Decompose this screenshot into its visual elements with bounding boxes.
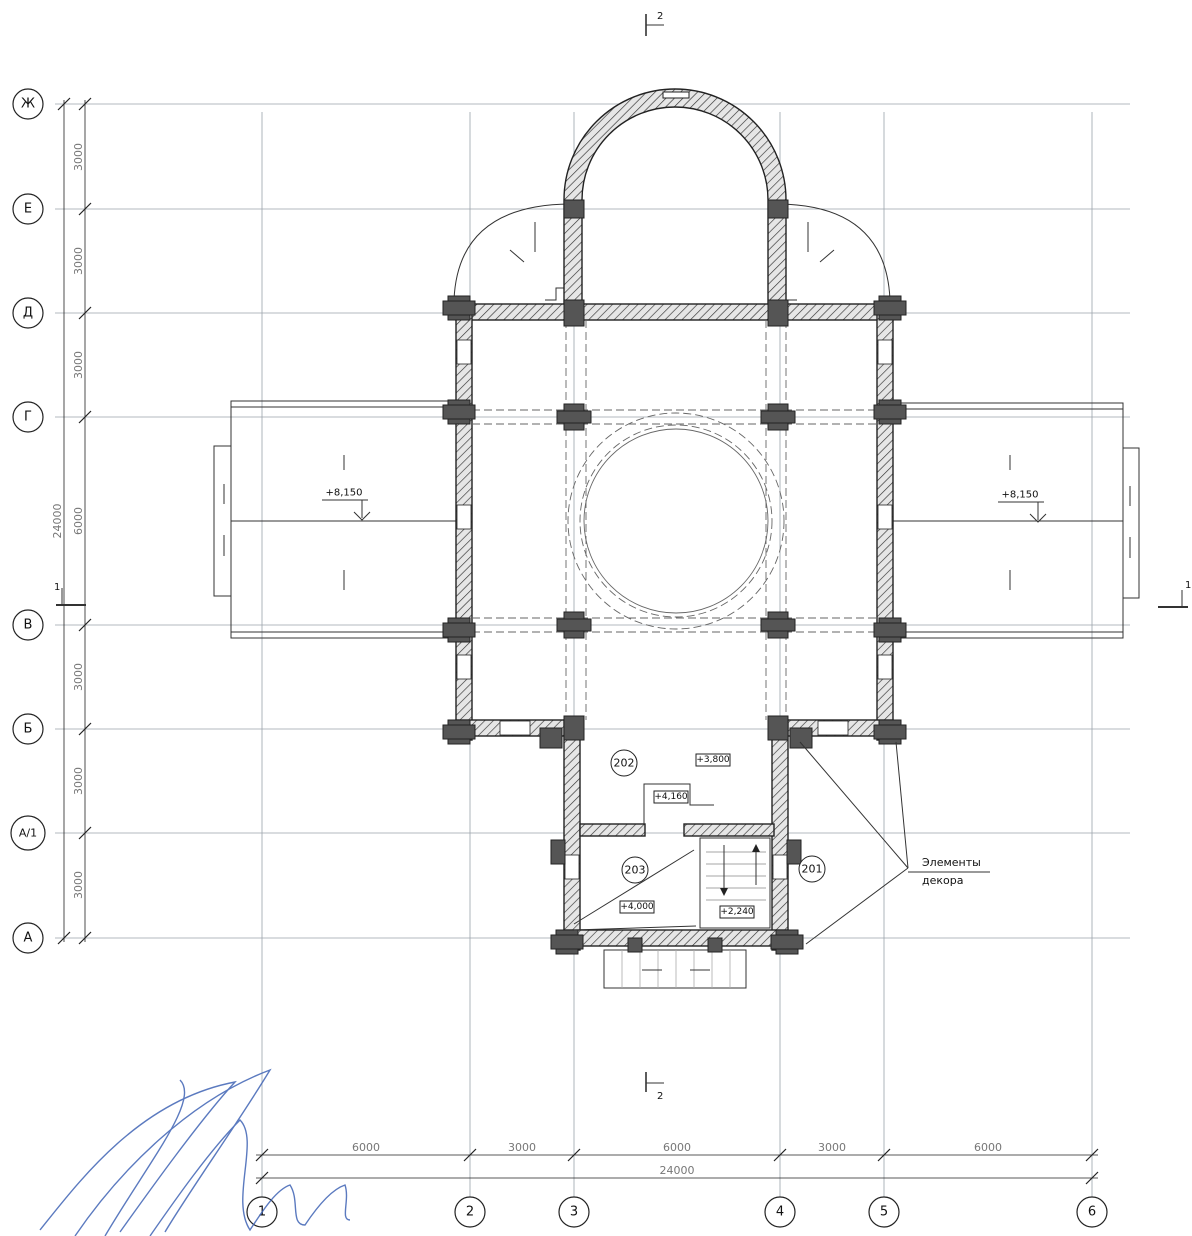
- svg-text:+8,150: +8,150: [325, 488, 362, 499]
- section-mark-right: 1: [1158, 580, 1191, 608]
- dim-left-3: 3000: [72, 351, 85, 379]
- dim-left-6: 3000: [72, 767, 85, 795]
- dim-left-total: 24000: [51, 504, 64, 539]
- column-cross: [556, 199, 796, 741]
- axis-bubble-row-G: Г: [12, 401, 44, 433]
- stair: [573, 837, 771, 931]
- svg-text:+4,160: +4,160: [654, 792, 688, 802]
- entrance-porch: [603, 937, 747, 989]
- left-dimension-chain: 3000 3000 3000 6000 3000 3000 3000 24000: [51, 97, 92, 945]
- decor-annotation: Элементы декора: [799, 741, 990, 945]
- svg-text:202: 202: [614, 757, 635, 770]
- left-side-apse: [453, 203, 571, 301]
- svg-text:В: В: [24, 618, 33, 633]
- window-openings: [456, 339, 893, 880]
- dim-left-7: 3000: [72, 871, 85, 899]
- dome-outline: [472, 320, 877, 720]
- dim-left-4: 6000: [72, 507, 85, 535]
- axis-bubble-row-A: А: [12, 922, 44, 954]
- right-wing: [892, 402, 1140, 639]
- level-wing-right: +8,150: [998, 490, 1047, 523]
- axis-bubble-col-3: 3: [558, 1196, 590, 1228]
- svg-text:А: А: [24, 931, 33, 946]
- dim-bottom-1: 6000: [352, 1141, 380, 1154]
- decor-label-line2: декора: [922, 874, 963, 887]
- bottom-dimension-chain: 6000 3000 6000 3000 6000 24000: [255, 1141, 1099, 1185]
- axis-bubble-col-6: 6: [1076, 1196, 1108, 1228]
- dim-left-2: 3000: [72, 247, 85, 275]
- svg-text:+2,240: +2,240: [720, 907, 754, 917]
- row-axis-bubbles: Ж Е Д Г В Б А/1 А: [10, 88, 46, 954]
- svg-text:Е: Е: [24, 202, 32, 217]
- svg-text:Ж: Ж: [21, 97, 35, 112]
- svg-text:6: 6: [1088, 1205, 1096, 1220]
- svg-text:203: 203: [625, 864, 646, 877]
- columns: [442, 199, 907, 955]
- svg-text:201: 201: [802, 863, 823, 876]
- dim-left-5: 3000: [72, 663, 85, 691]
- left-wing: [213, 400, 462, 639]
- room-203: 203: [621, 856, 649, 884]
- axis-bubble-row-Zh: Ж: [12, 88, 44, 120]
- axis-bubble-row-B: Б: [12, 713, 44, 745]
- axis-bubble-col-5: 5: [868, 1196, 900, 1228]
- section-mark-left: 1: [54, 582, 86, 606]
- svg-text:3: 3: [570, 1205, 578, 1220]
- svg-text:Б: Б: [24, 722, 33, 737]
- level-stair: +2,240: [719, 905, 755, 919]
- level-202: +3,800: [695, 753, 731, 767]
- dim-bottom-4: 3000: [818, 1141, 846, 1154]
- dim-bottom-5: 6000: [974, 1141, 1002, 1154]
- svg-text:Д: Д: [23, 306, 33, 321]
- svg-text:Г: Г: [24, 410, 32, 425]
- svg-text:1: 1: [1185, 580, 1191, 591]
- dim-bottom-2: 3000: [508, 1141, 536, 1154]
- svg-text:4: 4: [776, 1205, 784, 1220]
- svg-text:А/1: А/1: [19, 827, 37, 840]
- level-203: +4,000: [619, 900, 655, 914]
- right-side-apse: [777, 203, 891, 301]
- axis-bubble-row-E: Е: [12, 193, 44, 225]
- dim-bottom-total: 24000: [660, 1164, 695, 1177]
- apse-window: [662, 91, 690, 99]
- corner-pilasters: [442, 295, 907, 955]
- axis-bubble-row-D: Д: [12, 297, 44, 329]
- axis-bubble-row-V: В: [12, 609, 44, 641]
- dim-bottom-3: 6000: [663, 1141, 691, 1154]
- svg-text:+3,800: +3,800: [696, 755, 730, 765]
- svg-text:+8,150: +8,150: [1001, 490, 1038, 501]
- grid-lines: [55, 103, 1130, 1200]
- handwritten-signature: [39, 1068, 351, 1236]
- landing-outline: [643, 783, 714, 824]
- svg-text:2: 2: [657, 1091, 663, 1102]
- section-mark-bottom: 2: [645, 1072, 664, 1102]
- svg-text:+4,000: +4,000: [620, 902, 654, 912]
- dim-left-1: 3000: [72, 143, 85, 171]
- axis-bubble-col-4: 4: [764, 1196, 796, 1228]
- svg-text:1: 1: [54, 582, 60, 593]
- room-202: 202: [610, 749, 638, 777]
- decor-label-line1: Элементы: [922, 856, 981, 869]
- level-landing: +4,160: [653, 790, 689, 804]
- svg-text:2: 2: [466, 1205, 474, 1220]
- column-axis-bubbles: 1 2 3 4 5 6: [246, 1196, 1108, 1228]
- svg-text:2: 2: [657, 11, 663, 22]
- room-201: 201: [798, 855, 826, 883]
- main-walls: [455, 303, 894, 951]
- level-wing-left: +8,150: [322, 488, 371, 521]
- main-apse-wall: [563, 88, 787, 314]
- section-mark-top: 2: [645, 11, 664, 36]
- axis-bubble-row-A1: А/1: [10, 815, 46, 851]
- svg-text:5: 5: [880, 1205, 888, 1220]
- axis-bubble-col-2: 2: [454, 1196, 486, 1228]
